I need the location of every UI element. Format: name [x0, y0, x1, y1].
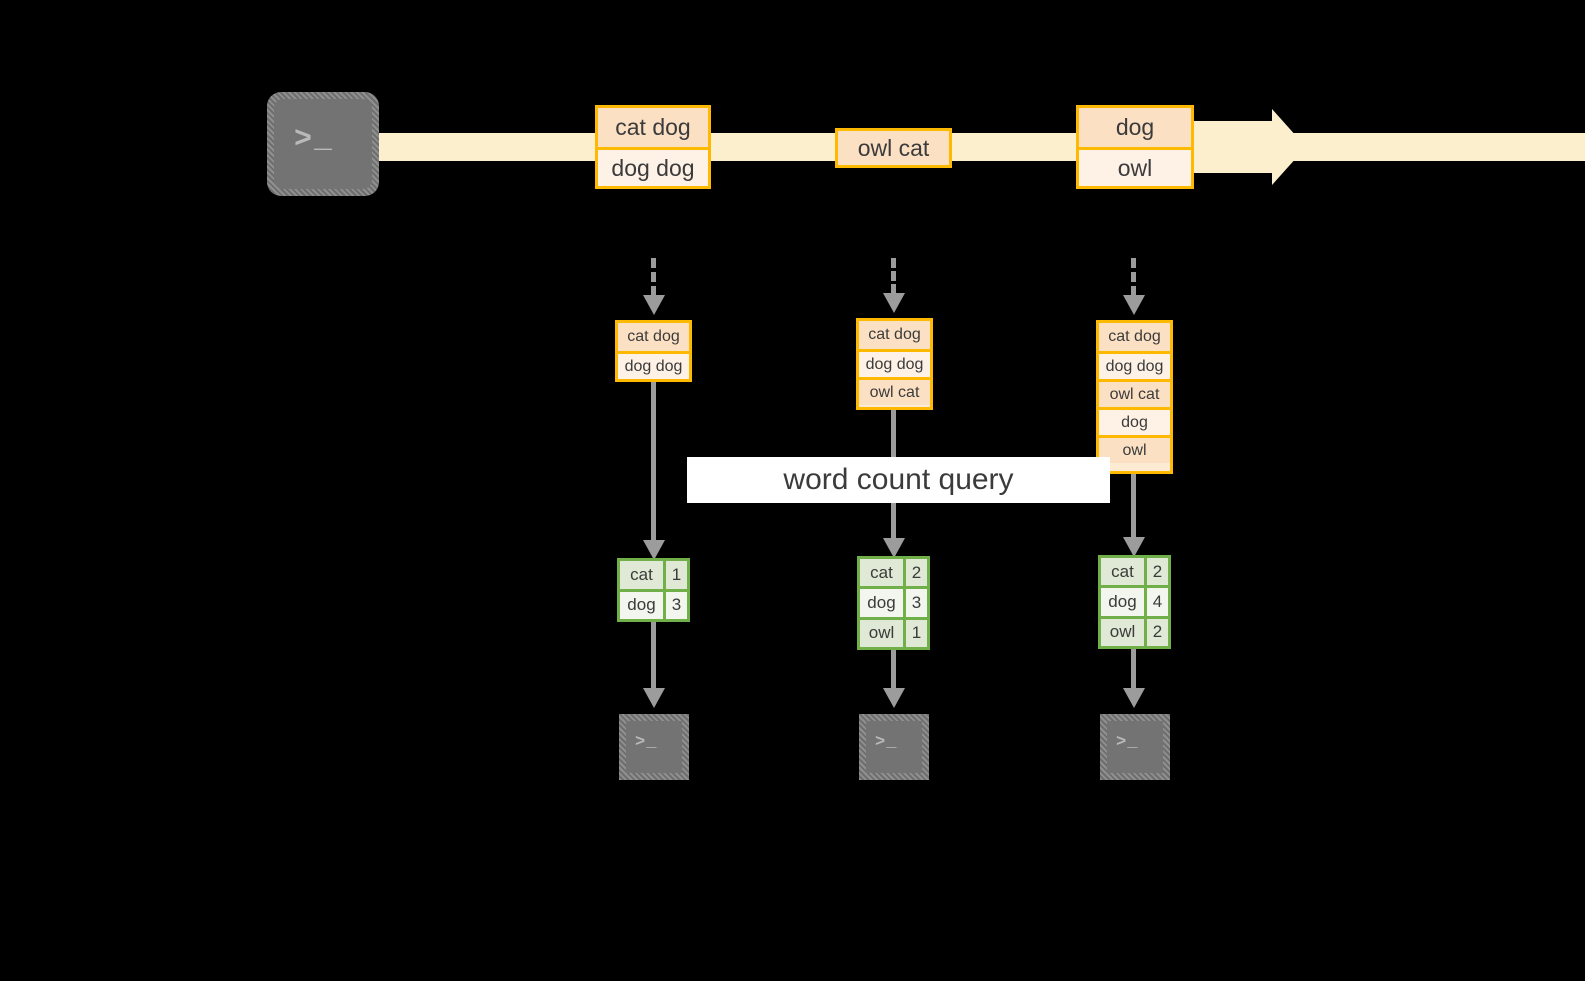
- snapshot-1-result-table[interactable]: cat 1 dog 3: [617, 558, 690, 622]
- snapshot-3-sink-terminal-icon[interactable]: >_: [1100, 714, 1170, 780]
- snapshot-1-sink-terminal-icon[interactable]: >_: [619, 714, 689, 780]
- table-row: cat 1: [620, 561, 687, 589]
- result-count-cell: 4: [1143, 588, 1168, 616]
- snapshot-1-dashed-arrowhead: [643, 295, 665, 315]
- snapshot-2-input-row: owl cat: [859, 377, 930, 405]
- result-word-cell: owl: [1101, 618, 1144, 646]
- terminal-prompt-glyph: >_: [635, 733, 658, 752]
- snapshot-3-input-row: cat dog: [1099, 323, 1170, 351]
- result-count-cell: 1: [902, 619, 927, 647]
- stream-record-row: cat dog: [598, 108, 708, 147]
- snapshot-3-dashed-connector: [1131, 258, 1136, 296]
- table-row: owl 1: [860, 616, 927, 647]
- result-word-cell: cat: [1101, 558, 1144, 586]
- stream-record-row: dog dog: [598, 147, 708, 186]
- snapshot-2-result-table[interactable]: cat 2 dog 3 owl 1: [857, 556, 930, 650]
- result-count-cell: 2: [1143, 618, 1168, 646]
- table-row: cat 2: [860, 559, 927, 587]
- stream-record-group-2[interactable]: owl cat: [835, 128, 952, 168]
- snapshot-3-input-row: dog dog: [1099, 351, 1170, 379]
- snapshot-2-input-table[interactable]: cat dog dog dog owl cat: [856, 318, 933, 410]
- snapshot-2-sink-arrowhead: [883, 688, 905, 708]
- snapshot-3-sink-connector: [1131, 649, 1136, 690]
- terminal-prompt-glyph: >_: [875, 733, 898, 752]
- snapshot-1-sink-connector: [651, 622, 656, 690]
- stream-band-segment-1: [368, 133, 1585, 161]
- snapshot-3-input-table[interactable]: cat dog dog dog owl cat dog owl: [1096, 320, 1173, 474]
- terminal-prompt-glyph: >_: [294, 123, 335, 157]
- result-word-cell: dog: [620, 591, 663, 619]
- table-row: cat 2: [1101, 558, 1168, 586]
- query-label-text: word count query: [783, 463, 1014, 496]
- result-count-cell: 1: [662, 561, 687, 589]
- result-count-cell: 3: [902, 589, 927, 617]
- snapshot-1-query-connector: [651, 382, 656, 550]
- snapshot-1-input-table[interactable]: cat dog dog dog: [615, 320, 692, 382]
- snapshot-3-input-row: dog: [1099, 407, 1170, 435]
- table-row: dog 4: [1101, 585, 1168, 616]
- table-row: owl 2: [1101, 615, 1168, 646]
- snapshot-2-query-arrowhead: [883, 538, 905, 558]
- snapshot-1-query-arrowhead: [643, 540, 665, 560]
- stream-record-group-3[interactable]: dog owl: [1076, 105, 1194, 189]
- stream-arrowhead: [1272, 109, 1306, 185]
- stream-band-body: [1190, 121, 1274, 173]
- snapshot-3-result-table[interactable]: cat 2 dog 4 owl 2: [1098, 555, 1171, 649]
- snapshot-2-dashed-connector: [891, 258, 896, 294]
- terminal-screen: >_: [274, 99, 372, 189]
- snapshot-1-sink-arrowhead: [643, 688, 665, 708]
- result-word-cell: dog: [860, 589, 903, 617]
- terminal-screen: >_: [1107, 721, 1163, 773]
- stream-record-row: owl cat: [838, 131, 949, 165]
- snapshot-2-dashed-arrowhead: [883, 293, 905, 313]
- snapshot-3-query-connector: [1131, 474, 1136, 548]
- table-row: dog 3: [860, 586, 927, 617]
- snapshot-1-input-row: dog dog: [618, 351, 689, 379]
- stream-record-row: dog: [1079, 108, 1191, 147]
- result-count-cell: 2: [1143, 558, 1168, 586]
- result-word-cell: cat: [620, 561, 663, 589]
- snapshot-3-input-row: owl cat: [1099, 379, 1170, 407]
- result-count-cell: 3: [662, 591, 687, 619]
- snapshot-2-sink-terminal-icon[interactable]: >_: [859, 714, 929, 780]
- query-label: word count query: [687, 457, 1110, 503]
- result-word-cell: owl: [860, 619, 903, 647]
- stream-record-row: owl: [1079, 147, 1191, 186]
- terminal-screen: >_: [626, 721, 682, 773]
- stream-record-group-1[interactable]: cat dog dog dog: [595, 105, 711, 189]
- snapshot-1-dashed-connector: [651, 258, 656, 296]
- snapshot-3-query-arrowhead: [1123, 537, 1145, 557]
- snapshot-2-input-row: dog dog: [859, 349, 930, 377]
- source-terminal-icon[interactable]: >_: [267, 92, 379, 196]
- snapshot-2-input-row: cat dog: [859, 321, 930, 349]
- snapshot-3-sink-arrowhead: [1123, 688, 1145, 708]
- result-count-cell: 2: [902, 559, 927, 587]
- table-row: dog 3: [620, 588, 687, 619]
- result-word-cell: cat: [860, 559, 903, 587]
- terminal-prompt-glyph: >_: [1116, 733, 1139, 752]
- result-word-cell: dog: [1101, 588, 1144, 616]
- snapshot-3-dashed-arrowhead: [1123, 295, 1145, 315]
- snapshot-2-sink-connector: [891, 650, 896, 690]
- snapshot-1-input-row: cat dog: [618, 323, 689, 351]
- terminal-screen: >_: [866, 721, 922, 773]
- snapshot-3-input-row: owl: [1099, 435, 1170, 463]
